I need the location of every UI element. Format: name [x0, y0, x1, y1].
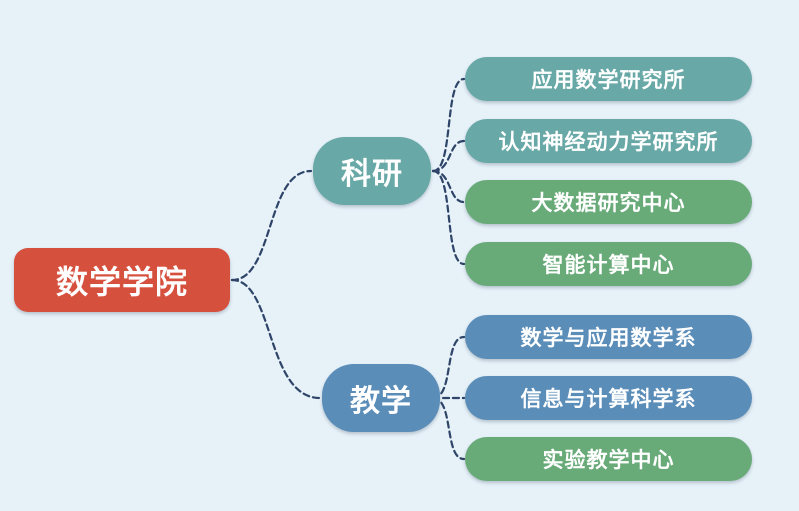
connector-root-keyan — [230, 169, 313, 282]
connector-keyan-leaf1 — [431, 139, 466, 173]
leaf-node-intelligent-computing-center[interactable]: 智能计算中心 — [465, 242, 752, 286]
branch-node-research[interactable]: 科研 — [313, 137, 431, 205]
connector-root-jiaoxue — [230, 278, 322, 400]
leaf-node-big-data-research-center[interactable]: 大数据研究中心 — [465, 180, 752, 224]
root-node-math-school[interactable]: 数学学院 — [14, 248, 230, 312]
connector-keyan-leaf0 — [431, 77, 466, 173]
branch-node-teaching[interactable]: 教学 — [322, 364, 440, 432]
leaf-node-applied-math-institute[interactable]: 应用数学研究所 — [465, 57, 752, 101]
leaf-node-experimental-teaching-center[interactable]: 实验教学中心 — [465, 437, 752, 481]
leaf-node-math-and-applied-math-dept[interactable]: 数学与应用数学系 — [465, 315, 752, 359]
leaf-node-information-and-computing-science-dept[interactable]: 信息与计算科学系 — [465, 376, 752, 420]
leaf-node-cognitive-neurodynamics-institute[interactable]: 认知神经动力学研究所 — [465, 119, 752, 163]
connector-keyan-leaf2 — [431, 169, 466, 204]
connector-keyan-leaf3 — [431, 169, 466, 266]
